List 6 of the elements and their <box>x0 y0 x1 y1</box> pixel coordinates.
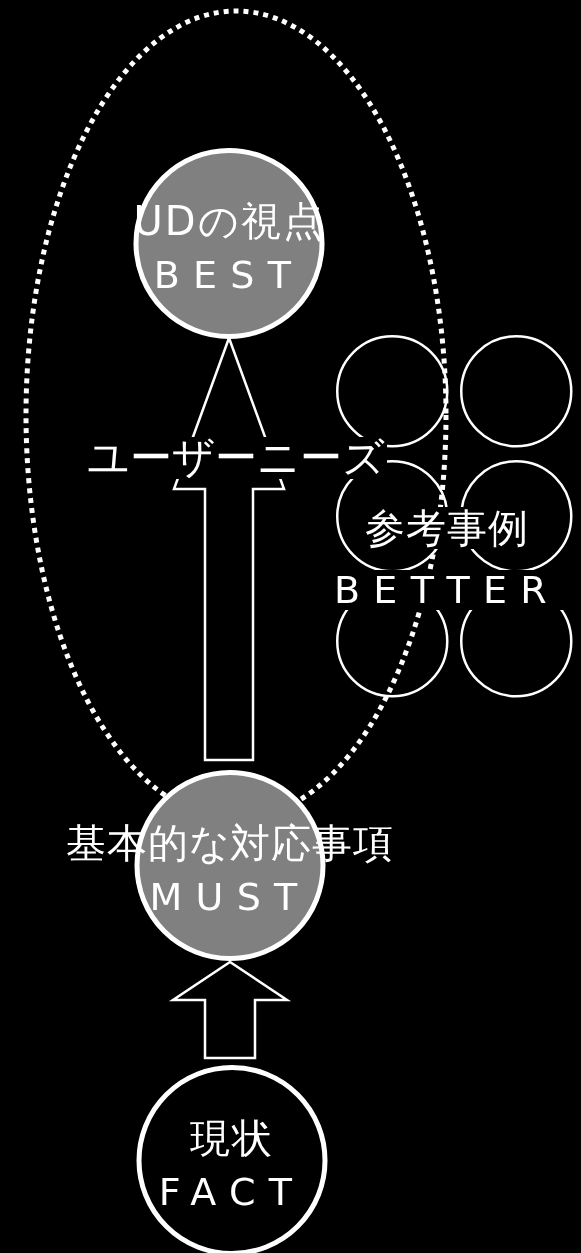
circle-title: 現状 <box>190 1118 274 1158</box>
edge-label: ユーザーニーズ <box>85 437 387 479</box>
circle-subtitle: FACT <box>158 1173 306 1211</box>
circle-subtitle: BEST <box>153 256 305 294</box>
circle-subtitle: MUST <box>149 878 311 916</box>
block-arrow <box>168 960 292 1060</box>
